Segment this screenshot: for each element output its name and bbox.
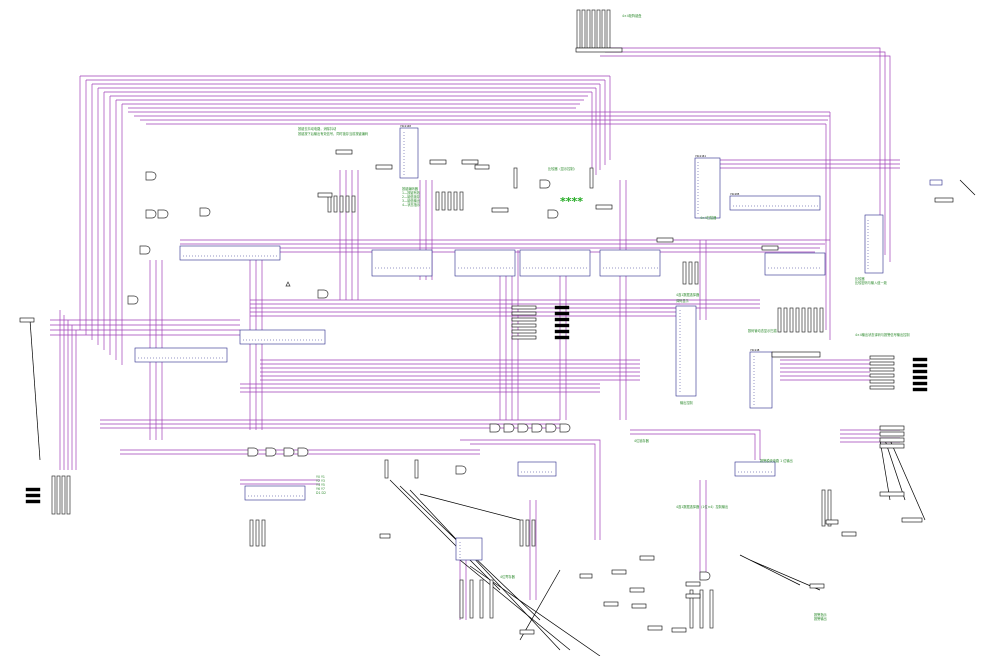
- chip-latch: [749, 351, 773, 409]
- annotations: 4×4矩阵键盘 按键去抖动电路，消除抖动 按键按下后输出有效信号，同时锁存当前按…: [298, 13, 910, 621]
- note-bottom-right: 报警模块电路 1 位输出: [760, 458, 793, 463]
- note-bottom-mid: 4选1数据选择器（1位×4）控制输出: [676, 504, 728, 509]
- pin-array-a: [327, 195, 356, 213]
- chip-bottom-left: [244, 485, 306, 501]
- note-center-mid2: 译码显示: [676, 298, 689, 303]
- chip-right-stack: [864, 214, 884, 274]
- pin-array-g: [519, 519, 536, 547]
- ic-chips: [134, 127, 943, 561]
- chip-mux-2: [454, 249, 516, 277]
- pin-array-c: [682, 261, 699, 285]
- chip-mux-1: [371, 249, 433, 277]
- chip-register-left: [134, 347, 228, 363]
- pin-array-k: [384, 167, 594, 479]
- chip-comparator: [729, 195, 821, 211]
- chip-top-right-small: [929, 179, 943, 186]
- note-center-top: 比较器（显示控制）: [548, 166, 577, 171]
- chip-labels: 74LS148 74LS161 74LS85 74LS48: [400, 124, 760, 352]
- note-right-far: 4×4输出状态译码与报警信号输出控制: [855, 332, 910, 337]
- pin-arrays: [51, 9, 832, 629]
- note-title: 4×4矩阵键盘: [622, 13, 642, 18]
- logic-gates: [127, 171, 711, 581]
- chip-display-driver: [764, 252, 826, 276]
- note-mid-left-small: 输出控制: [680, 400, 693, 405]
- chip-bottom-center: [455, 537, 483, 561]
- top-pin-array: [575, 9, 623, 53]
- chip-encoder: [399, 127, 419, 179]
- note-center-lower: 4位锁存器: [634, 438, 650, 443]
- chip-label-u2: 74LS161: [695, 154, 706, 158]
- note-right-top: 4×4扫描器: [700, 215, 717, 220]
- pin-array-f: [249, 519, 266, 547]
- chip-label-u3: 74LS85: [730, 192, 740, 196]
- chip-mux-4: [599, 249, 661, 277]
- chip-label-u1: 74LS148: [400, 124, 411, 128]
- wire-network: [50, 47, 900, 620]
- note-center-mid1: 4选1数据选择器: [676, 292, 700, 297]
- note-right-block: 数码管动态显示扫描: [748, 328, 777, 333]
- note-top-left-2: 按键按下后输出有效信号，同时锁存当前按键编码: [298, 131, 368, 136]
- note-stars: ****: [560, 195, 583, 208]
- pin-array-e: [51, 475, 71, 515]
- note-top-left-1: 按键去抖动电路，消除抖动: [298, 126, 336, 131]
- chip-label-u4: 74LS48: [750, 348, 760, 352]
- chip-center-lower: [517, 461, 557, 477]
- chip-scanner: [694, 157, 721, 219]
- pin-array-h: [459, 579, 494, 619]
- pin-array-i: [689, 589, 714, 629]
- chip-decoder-left: [179, 245, 281, 261]
- io-ports: [19, 149, 954, 635]
- chip-bottom-right: [734, 461, 776, 477]
- pin-array-d: [777, 307, 824, 333]
- note-bottom-far-right: 报警指示报警输出: [814, 612, 827, 621]
- pin-array-b: [435, 191, 464, 211]
- chip-counter: [239, 329, 326, 345]
- note-bottom-center: 4位寄存器: [500, 574, 516, 579]
- chip-mux-3: [519, 249, 591, 277]
- pin-array-j: [821, 489, 832, 527]
- chip-pins: [138, 132, 869, 558]
- note-right-mid: 比较器比较密码与输入值一致: [855, 276, 888, 285]
- chip-keypad-decoder: [675, 305, 697, 397]
